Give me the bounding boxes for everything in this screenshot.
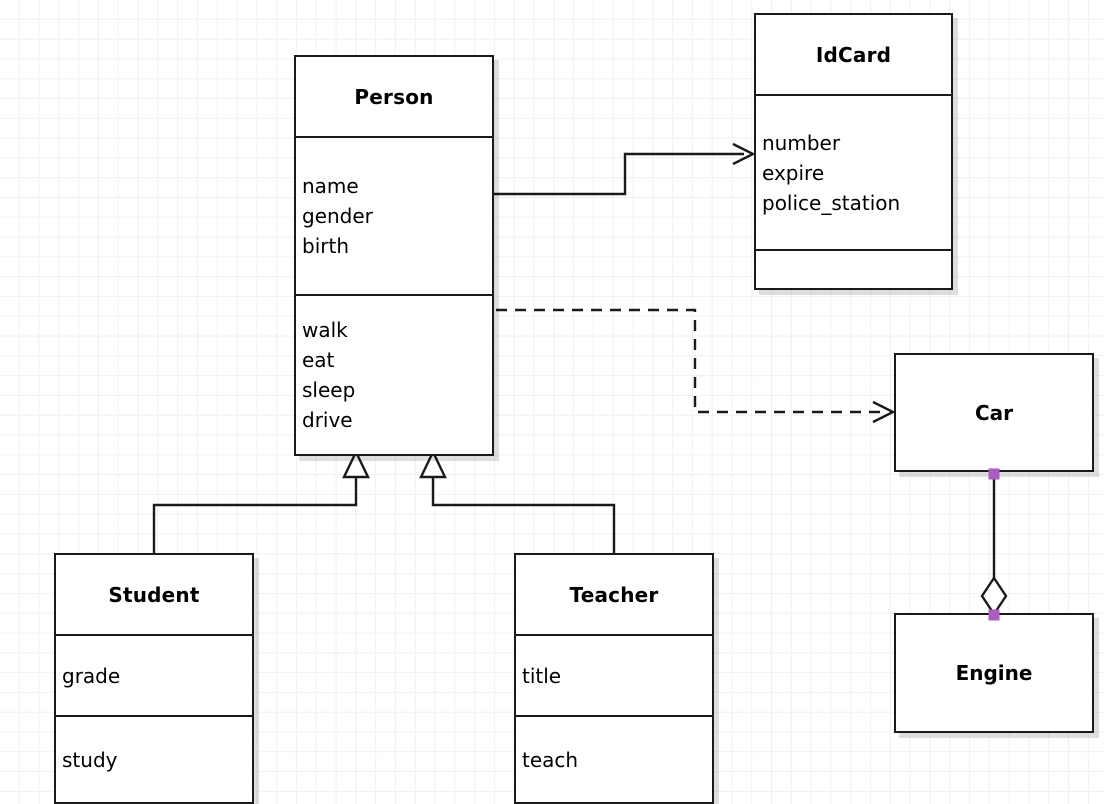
class-name-engine: Engine	[955, 661, 1033, 685]
class-box-car[interactable]: Car	[894, 353, 1094, 472]
attribute-item: title	[522, 663, 562, 688]
attributes-compartment-teacher: title	[516, 634, 712, 715]
class-name-car: Car	[974, 400, 1014, 425]
attribute-item: birth	[302, 234, 349, 258]
operations-compartment-student: study	[56, 715, 252, 802]
operations-compartment-person: walk eat sleep drive	[296, 294, 492, 454]
operation-item: sleep	[302, 378, 356, 402]
class-box-teacher[interactable]: Teacher title teach	[514, 553, 714, 804]
attribute-item: police_station	[762, 190, 901, 215]
edge-generalization-teacher-person[interactable]	[419, 449, 616, 553]
class-box-person[interactable]: Person name gender birth walk eat sleep …	[294, 55, 494, 456]
class-name-teacher: Teacher	[569, 582, 659, 607]
attributes-compartment-person: name gender birth	[296, 136, 492, 294]
attribute-item: name	[302, 174, 359, 198]
attribute-item: gender	[302, 204, 373, 228]
edge-endpoint-handle-engine[interactable]	[988, 609, 1000, 621]
operations-compartment-idcard	[756, 249, 951, 288]
class-name-student: Student	[108, 582, 200, 607]
open-arrowhead-icon	[872, 400, 896, 424]
class-name-person: Person	[354, 84, 434, 109]
attribute-item: expire	[762, 160, 825, 185]
attribute-item: number	[762, 130, 841, 155]
open-arrowhead-icon	[732, 142, 756, 166]
operation-item: eat	[302, 348, 335, 372]
edge-dependency-person-car[interactable]	[496, 308, 896, 424]
class-box-idcard[interactable]: IdCard number expire police_station	[754, 13, 953, 290]
edge-generalization-student-person[interactable]	[152, 449, 370, 553]
attributes-compartment-idcard: number expire police_station	[756, 94, 951, 249]
attribute-item: grade	[62, 663, 121, 688]
operation-item: study	[62, 747, 118, 772]
operation-item: walk	[302, 318, 348, 342]
edge-endpoint-handle-car[interactable]	[988, 468, 1000, 480]
operation-item: drive	[302, 408, 353, 432]
edge-aggregation-car-engine[interactable]	[980, 474, 1008, 617]
class-box-student[interactable]: Student grade study	[54, 553, 254, 804]
edge-association-person-idcard[interactable]	[494, 142, 756, 196]
attributes-compartment-student: grade	[56, 634, 252, 715]
class-box-engine[interactable]: Engine	[894, 613, 1094, 733]
operations-compartment-teacher: teach	[516, 715, 712, 802]
operation-item: teach	[522, 747, 579, 772]
class-name-idcard: IdCard	[815, 42, 892, 67]
